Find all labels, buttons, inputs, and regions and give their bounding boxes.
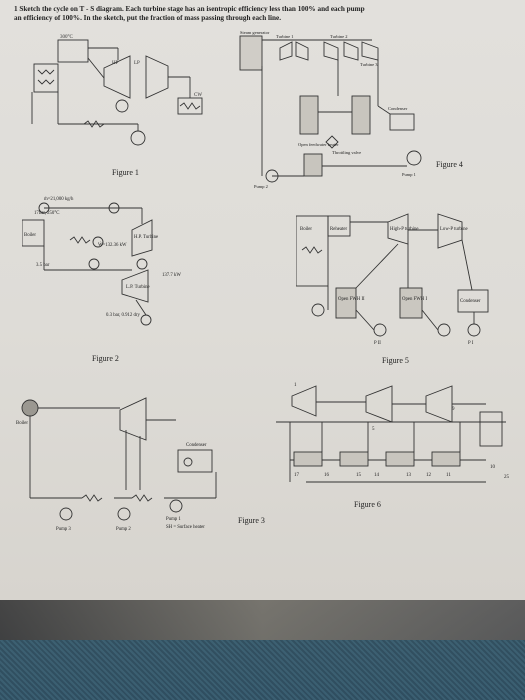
svg-text:300°C: 300°C (60, 35, 73, 40)
figure-3-schematic: Boiler Condenser Pump 3 Pump 2 Pump 1 SH… (16, 397, 217, 532)
label-work-hp: Ẇ=132.36 kW (98, 242, 127, 248)
label-hp-turbine-5: High-P turbine (390, 227, 418, 232)
figure-2-schematic: ṁ=21,000 kg/h 17bar, 250°C H.P. Turbine … (22, 197, 181, 326)
figure-2-caption: Figure 2 (92, 354, 119, 363)
label-pump-3: Pump 3 (56, 527, 71, 532)
label-turbine-1: Turbine 1 (276, 34, 293, 39)
svg-text:14: 14 (374, 473, 380, 478)
label-fwh-1: Open FWH I (402, 297, 427, 302)
label-lp-turbine: L.P. Turbine (126, 285, 150, 290)
svg-text:5: 5 (372, 427, 375, 432)
label-reheater: Reheater (330, 227, 347, 232)
label-boiler: Boiler (24, 233, 36, 238)
svg-text:12: 12 (426, 473, 432, 478)
svg-text:13: 13 (406, 473, 412, 478)
figure-1-schematic: 300°C LP HP CW (31, 35, 203, 146)
label-pressure-3-5: 3.5 bar (36, 263, 50, 268)
label-condenser: Condenser (388, 106, 408, 111)
label-pump-i: P I (468, 341, 474, 346)
label-condenser-5: Condenser (460, 299, 481, 304)
label-pump-1-3: Pump 1 (166, 517, 181, 522)
label-steam-generator: Steam generator (240, 30, 270, 35)
label-turbine-2: Turbine 2 (330, 34, 347, 39)
figure-4-caption: Figure 4 (436, 160, 463, 169)
label-boiler-5: Boiler (300, 227, 312, 232)
label-condenser-3: Condenser (186, 443, 207, 448)
label-pump-ii: P II (374, 341, 381, 346)
figure-4-schematic: Steam generator Turbine 1 Turbine 2 Turb… (239, 30, 422, 189)
svg-text:15: 15 (356, 473, 362, 478)
svg-text:10: 10 (490, 465, 496, 470)
prompt-line-1: 1 Sketch the cycle on T - S diagram. Eac… (14, 5, 365, 13)
label-work-lp: 137.7 kW (162, 273, 181, 278)
fabric-background (0, 600, 525, 700)
svg-text:17: 17 (294, 473, 300, 478)
figure-3-caption: Figure 3 (238, 516, 265, 525)
svg-text:HP: HP (112, 61, 119, 66)
svg-text:11: 11 (446, 473, 451, 478)
label-pump-1: Pump 1 (402, 172, 416, 177)
svg-text:25: 25 (504, 475, 510, 480)
problem-statement: 1 Sketch the cycle on T - S diagram. Eac… (14, 5, 514, 23)
label-mass-flow: ṁ=21,000 kg/h (44, 197, 74, 202)
svg-text:1: 1 (294, 383, 297, 388)
figure-6-schematic: 1 5 9 17 16 15 14 13 12 11 10 25 (276, 383, 510, 483)
label-pump-2-3: Pump 2 (116, 527, 131, 532)
label-pump-2: Pump 2 (254, 184, 268, 189)
label-fwh-2: Open FWH II (338, 297, 365, 302)
figure-5-caption: Figure 5 (382, 356, 409, 365)
label-state-1: 17bar, 250°C (34, 211, 59, 216)
paper-sheet (0, 0, 525, 640)
figure-6-caption: Figure 6 (354, 500, 381, 509)
svg-text:LP: LP (134, 61, 140, 66)
label-open-fwh: Open feedwater heater (298, 142, 339, 147)
label-exit-state: 0.3 bar, 0.912 dry (106, 313, 141, 318)
prompt-line-2: an efficiency of 100%. In the sketch, pu… (14, 14, 282, 22)
label-lp-turbine-5: Low-P turbine (440, 227, 468, 232)
label-turbine-3: Turbine 3 (360, 62, 378, 67)
figure-1-caption: Figure 1 (112, 168, 139, 177)
svg-text:9: 9 (452, 407, 455, 412)
label-surface-heater: SH = Surface heater (166, 525, 205, 530)
figure-5-schematic: Boiler Reheater High-P turbine Low-P tur… (296, 213, 489, 346)
svg-text:CW: CW (194, 93, 202, 98)
svg-text:16: 16 (324, 473, 330, 478)
label-boiler-3: Boiler (16, 421, 28, 426)
label-throttling: Throttling valve (332, 150, 361, 155)
label-hp-turbine: H.P. Turbine (134, 235, 158, 240)
